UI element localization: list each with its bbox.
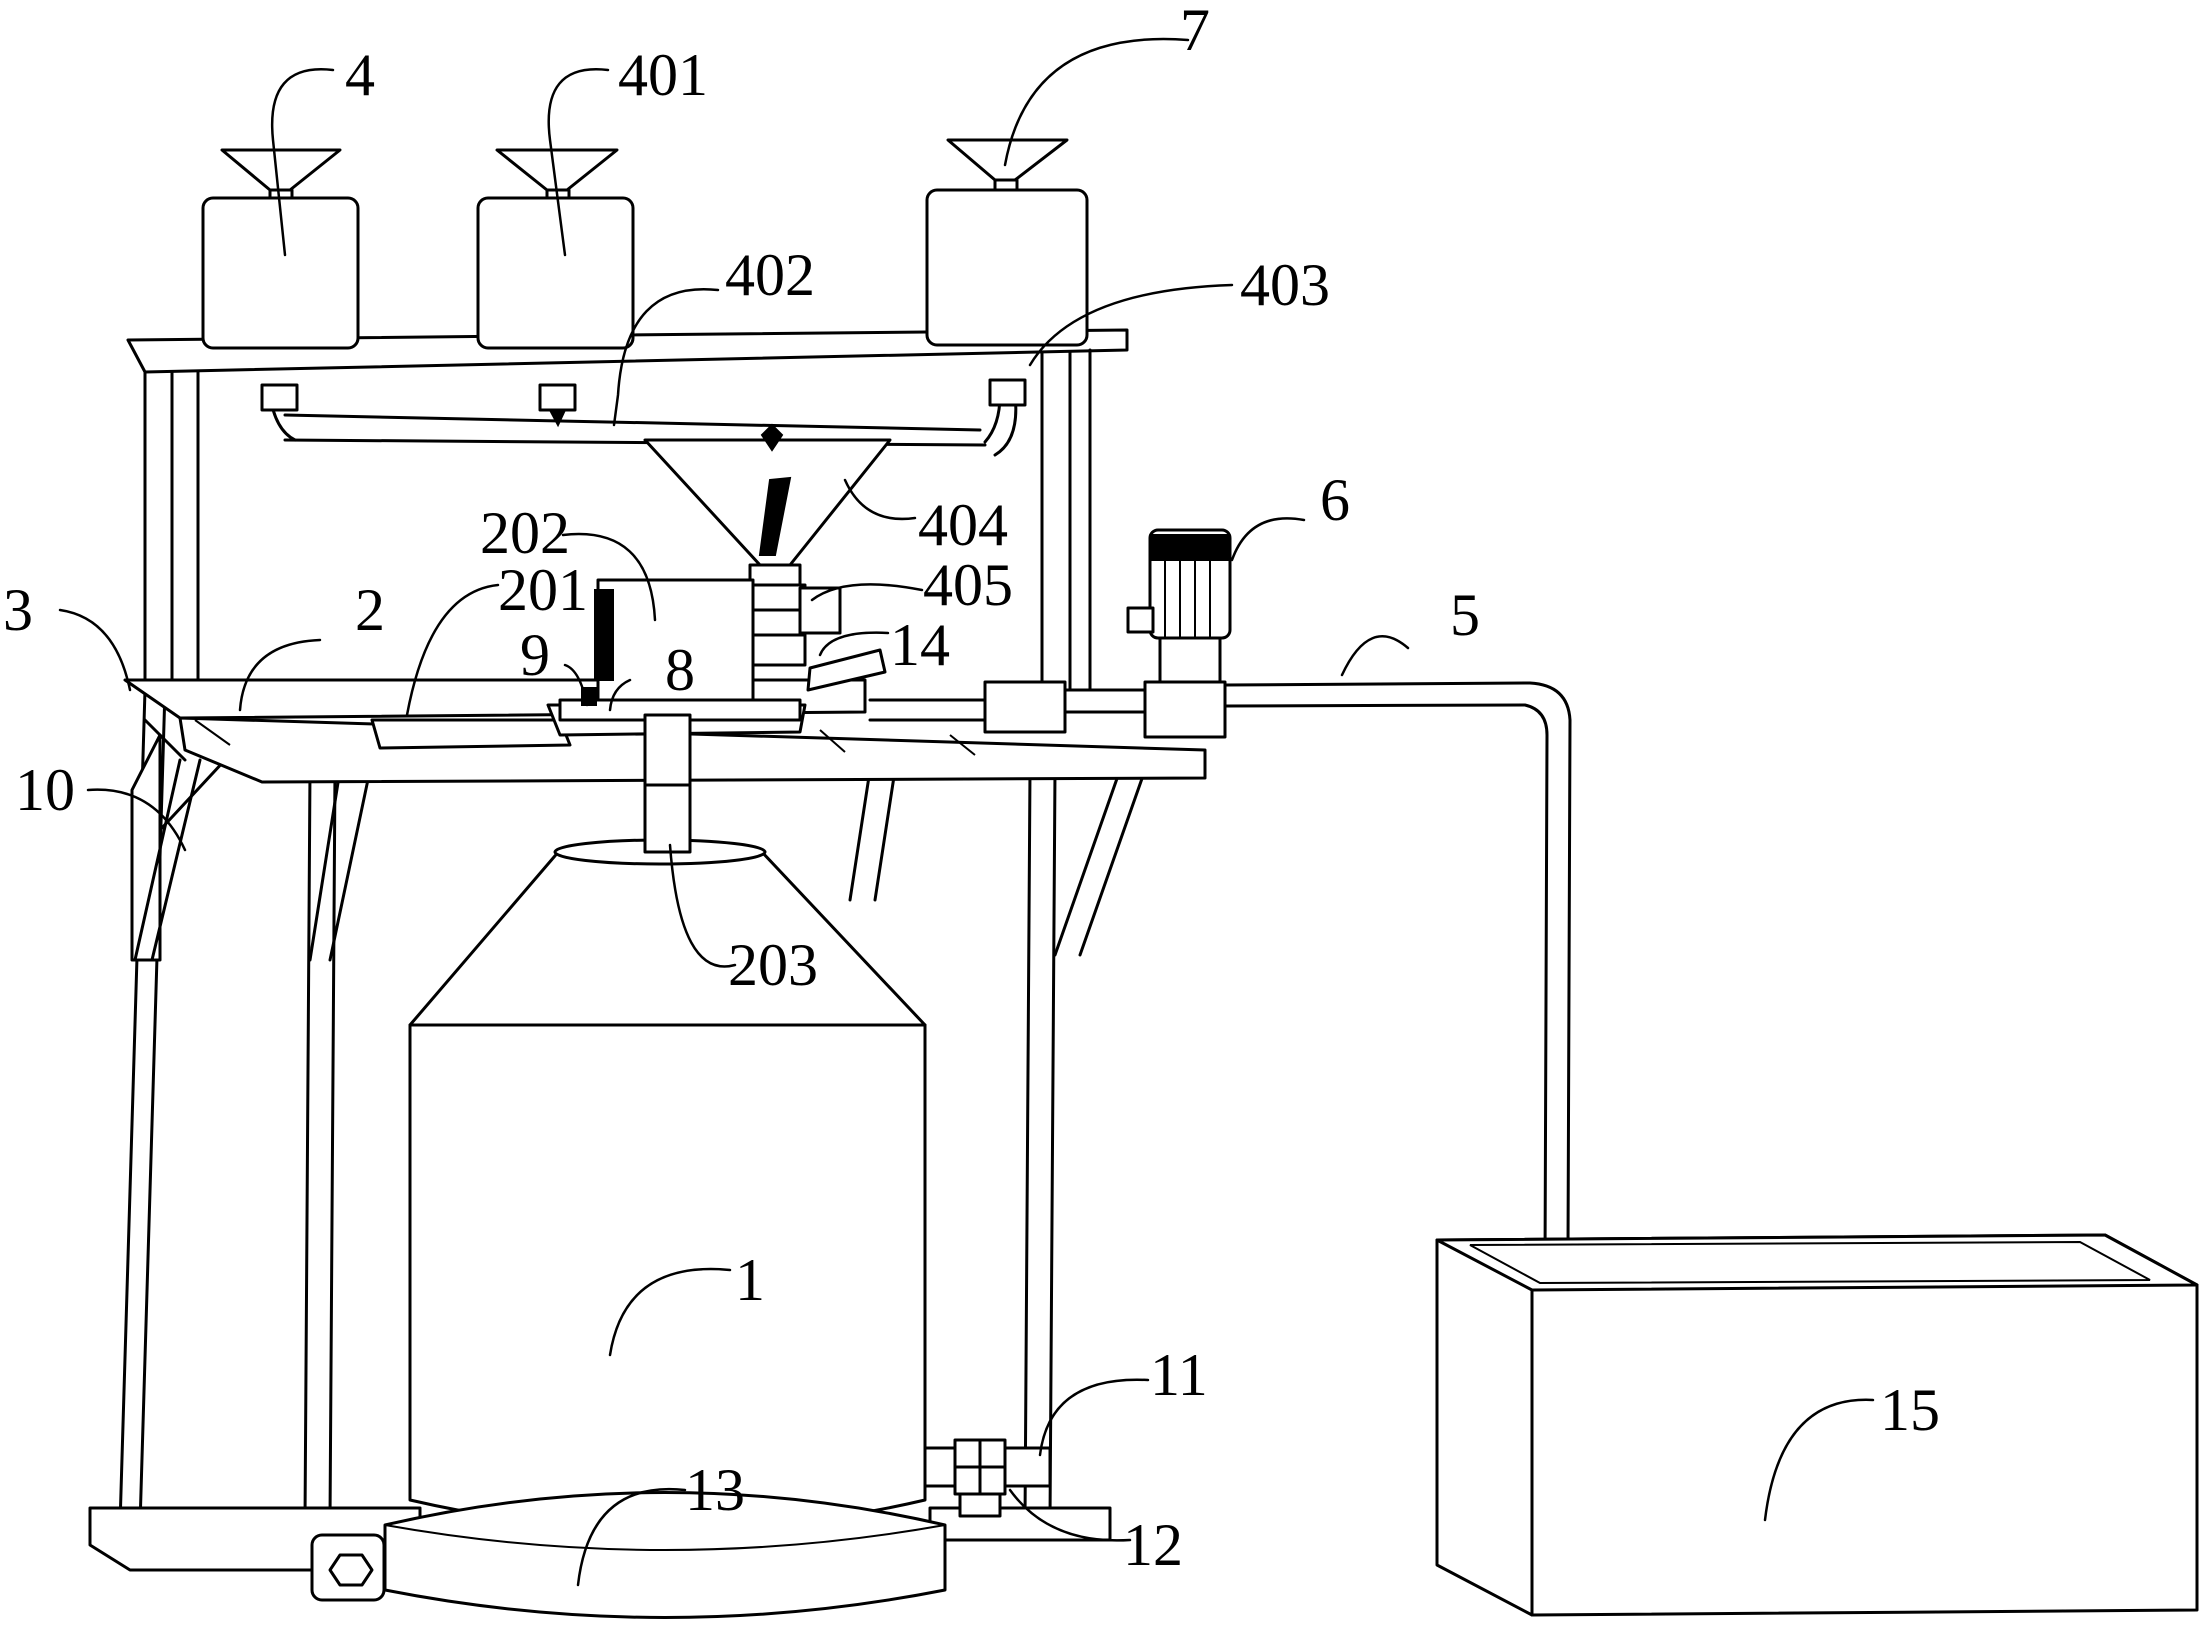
label-202: 202: [480, 500, 570, 566]
outlet-pipe: [868, 680, 1572, 1267]
label-403: 403: [1240, 252, 1330, 318]
label-11: 11: [1150, 1342, 1208, 1408]
drain-assembly: [923, 1438, 1052, 1518]
leader-lines: [58, 37, 1875, 1587]
label-14: 14: [890, 612, 950, 678]
label-405: 405: [923, 552, 1013, 618]
spray-pan: [806, 648, 887, 692]
collector-pipe: [260, 378, 1027, 457]
label-7: 7: [1180, 0, 1210, 63]
label-2: 2: [355, 577, 385, 643]
label-203: 203: [728, 932, 818, 998]
label-15: 15: [1880, 1377, 1940, 1443]
receiving-tank: [1435, 1233, 2199, 1617]
label-9: 9: [520, 622, 550, 688]
tank-base: [310, 1491, 947, 1619]
label-404: 404: [918, 492, 1008, 558]
label-8: 8: [665, 637, 695, 703]
label-12: 12: [1123, 1512, 1183, 1578]
pump-motor: [1126, 528, 1232, 685]
upper-frame: [126, 328, 1129, 697]
mixing-tank: [408, 778, 927, 1532]
label-13: 13: [685, 1457, 745, 1523]
label-5: 5: [1450, 582, 1480, 648]
motor-assembly: [558, 578, 802, 787]
label-401: 401: [618, 42, 708, 108]
hoppers: [201, 138, 1089, 350]
label-201: 201: [498, 557, 588, 623]
label-10: 10: [15, 757, 75, 823]
label-402: 402: [725, 242, 815, 308]
label-4: 4: [345, 42, 375, 108]
label-1: 1: [735, 1247, 765, 1313]
reference-labels: 1 2 3 4 5 6 7 8 9 10 11 12 13 14 15 201 …: [3, 0, 1940, 1578]
funnel-assembly: [643, 423, 892, 667]
label-3: 3: [3, 577, 33, 643]
label-6: 6: [1320, 467, 1350, 533]
